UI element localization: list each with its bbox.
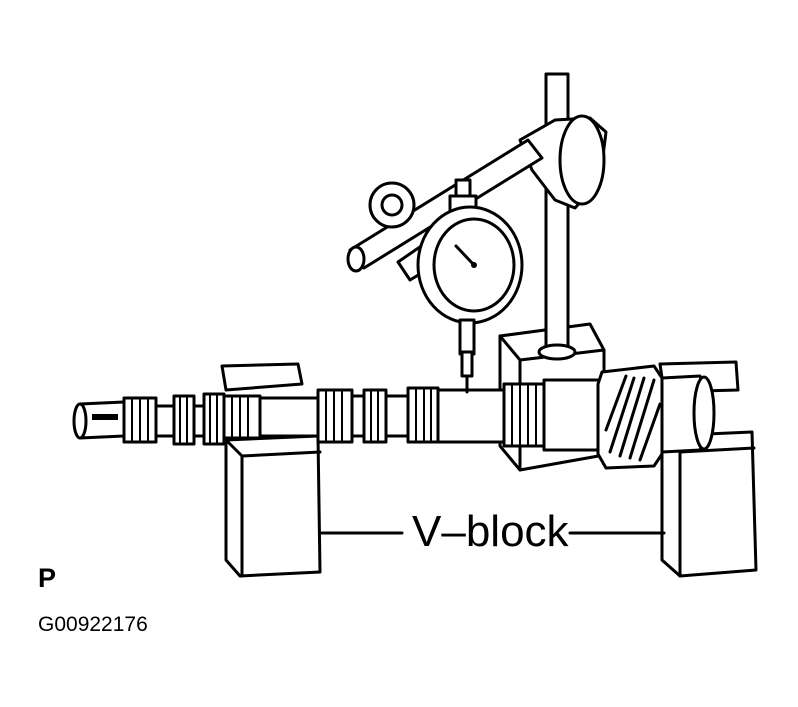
view-letter: P bbox=[38, 563, 57, 593]
v-block-label: V–block bbox=[412, 507, 569, 556]
spline-section bbox=[202, 392, 226, 446]
dial-indicator bbox=[416, 178, 524, 392]
spline-section bbox=[172, 394, 196, 446]
output-shaft bbox=[72, 364, 716, 470]
spline-section bbox=[502, 382, 546, 448]
journal bbox=[258, 396, 320, 438]
indicator-stem bbox=[458, 318, 476, 356]
spline-section bbox=[362, 388, 388, 444]
figure-id: G00922176 bbox=[38, 613, 148, 636]
stand-post bbox=[544, 72, 570, 356]
measured-journal bbox=[436, 388, 506, 444]
dial-needle bbox=[454, 244, 476, 267]
